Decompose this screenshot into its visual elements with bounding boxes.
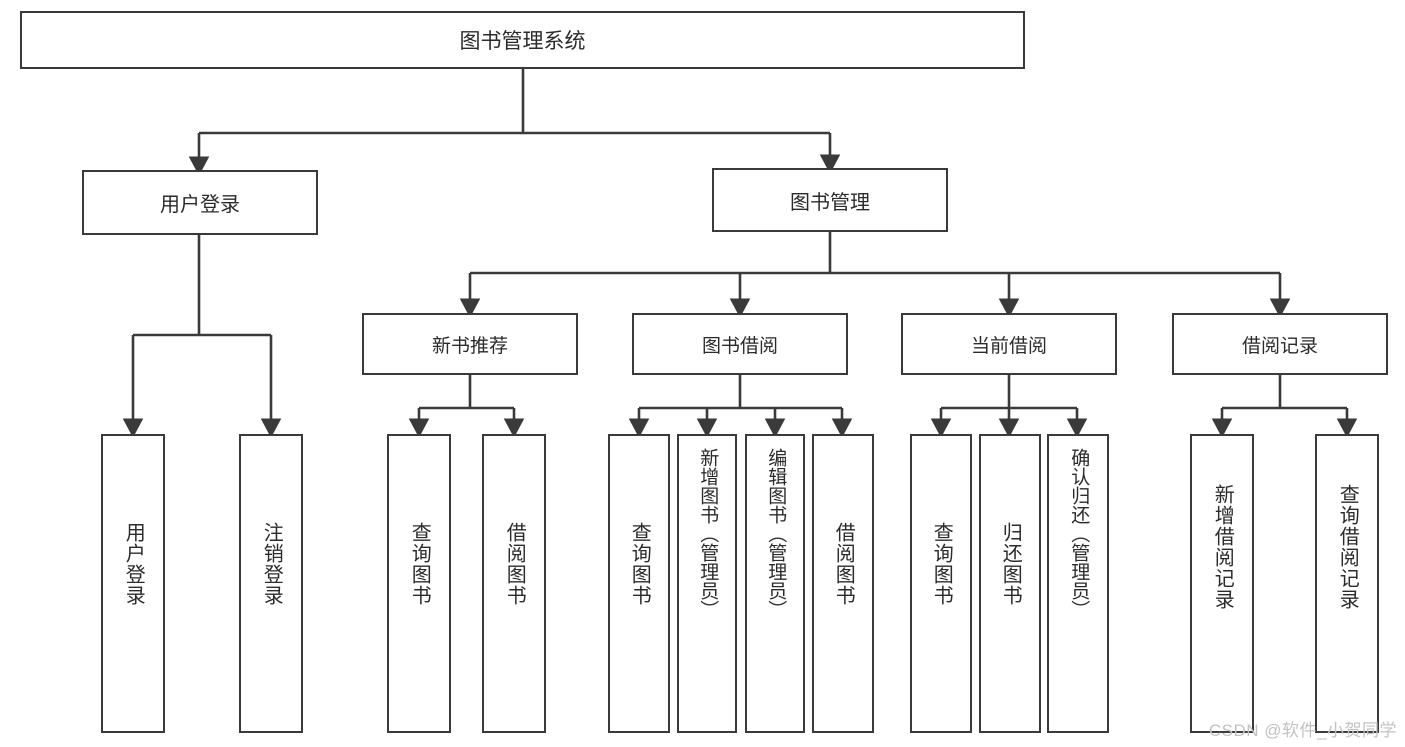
node-leaf-add-borrow-record[interactable]: 新增借阅记录 <box>1190 434 1254 733</box>
node-root-book-management-system[interactable]: 图书管理系统 <box>20 11 1025 69</box>
node-label: 查询图书 <box>930 522 953 606</box>
node-label: 用户登录 <box>160 194 240 216</box>
node-borrow-record[interactable]: 借阅记录 <box>1172 313 1388 375</box>
node-leaf-borrow-book[interactable]: 借阅图书 <box>812 434 874 733</box>
node-leaf-edit-book-admin[interactable]: 编辑图书（管理员） <box>745 434 805 733</box>
node-leaf-user-login[interactable]: 用户登录 <box>101 434 165 733</box>
node-book-borrow[interactable]: 图书借阅 <box>632 313 848 375</box>
node-label: 图书管理系统 <box>459 30 586 53</box>
node-label: 查询图书 <box>408 522 431 606</box>
node-book-management[interactable]: 图书管理 <box>712 168 948 232</box>
node-label: 新增借阅记录 <box>1211 484 1234 610</box>
node-label: 借阅图书 <box>503 522 526 606</box>
node-new-book-recommend[interactable]: 新书推荐 <box>362 313 578 375</box>
node-label: 新增图书（管理员） <box>697 448 719 619</box>
node-label: 图书借阅 <box>701 335 778 357</box>
node-label: 新书推荐 <box>431 335 508 357</box>
node-label: 图书管理 <box>790 191 870 214</box>
node-leaf-return-book[interactable]: 归还图书 <box>979 434 1041 733</box>
node-leaf-borrow-book-recommend[interactable]: 借阅图书 <box>482 434 546 733</box>
node-leaf-query-book-borrow[interactable]: 查询图书 <box>608 434 670 733</box>
node-label: 用户登录 <box>122 522 145 606</box>
node-leaf-add-book-admin[interactable]: 新增图书（管理员） <box>677 434 737 733</box>
node-user-login[interactable]: 用户登录 <box>82 170 318 235</box>
node-leaf-query-book-current[interactable]: 查询图书 <box>910 434 972 733</box>
csdn-watermark: CSDN @软件_小贺同学 <box>1208 721 1397 740</box>
node-leaf-confirm-return-admin[interactable]: 确认归还（管理员） <box>1047 434 1109 733</box>
node-label: 当前借阅 <box>970 335 1047 357</box>
node-label: 注销登录 <box>260 522 283 606</box>
node-leaf-logout-login[interactable]: 注销登录 <box>239 434 303 733</box>
node-label: 借阅记录 <box>1241 335 1318 357</box>
node-leaf-query-borrow-record[interactable]: 查询借阅记录 <box>1315 434 1379 733</box>
node-current-borrow[interactable]: 当前借阅 <box>901 313 1117 375</box>
node-leaf-query-book-recommend[interactable]: 查询图书 <box>387 434 451 733</box>
node-label: 借阅图书 <box>832 522 855 606</box>
node-label: 确认归还（管理员） <box>1068 448 1090 619</box>
node-label: 查询借阅记录 <box>1336 484 1359 610</box>
node-label: 归还图书 <box>999 522 1022 606</box>
node-label: 查询图书 <box>628 522 651 606</box>
node-label: 编辑图书（管理员） <box>765 448 787 619</box>
